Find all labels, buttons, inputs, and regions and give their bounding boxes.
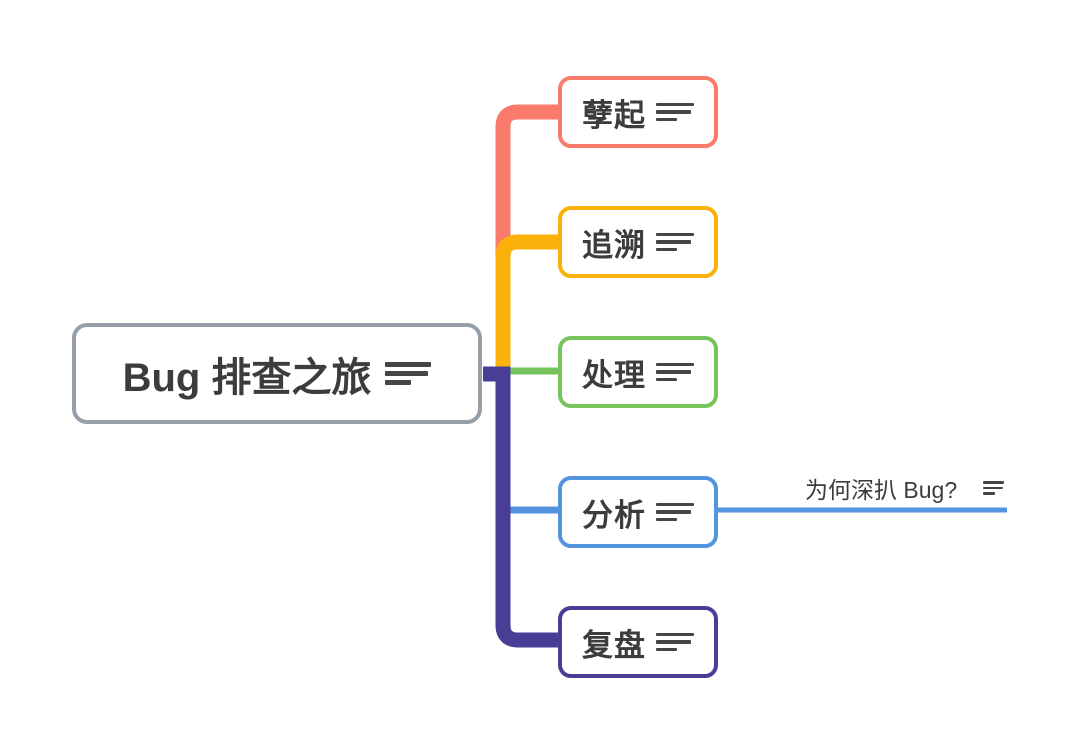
- notes-icon-bar: [656, 232, 694, 237]
- notes-icon-bar: [656, 117, 677, 122]
- subtopic-why-dig-bug[interactable]: 为何深扒 Bug?: [805, 471, 1005, 505]
- subtopic-label: 为何深扒 Bug?: [805, 477, 958, 503]
- notes-icon[interactable]: [656, 362, 694, 382]
- branch-topic-handle[interactable]: 处理: [558, 336, 718, 408]
- central-topic[interactable]: Bug 排查之旅: [72, 323, 482, 424]
- notes-icon-bar: [385, 371, 429, 376]
- branch-line-origin: [495, 104, 561, 380]
- notes-icon-bar: [656, 517, 677, 522]
- notes-icon-bar: [983, 492, 995, 495]
- notes-icon-bar: [656, 377, 677, 382]
- branch-topic-label: 复盘: [582, 627, 646, 663]
- notes-icon[interactable]: [656, 502, 694, 522]
- branch-line-review: [483, 366, 561, 648]
- notes-icon-bar: [983, 481, 1005, 484]
- branch-topic-label: 分析: [582, 497, 646, 533]
- notes-icon[interactable]: [656, 102, 694, 122]
- branch-topic-label: 孽起: [582, 97, 646, 133]
- notes-icon-bar: [656, 510, 692, 514]
- notes-icon[interactable]: [656, 632, 694, 652]
- notes-icon-bar: [656, 632, 694, 637]
- notes-icon-bar: [656, 647, 677, 652]
- notes-icon-bar: [656, 240, 692, 244]
- branch-topic-label: 追溯: [582, 227, 646, 263]
- notes-icon-bar: [656, 110, 692, 114]
- branch-topic-origin[interactable]: 孽起: [558, 76, 718, 148]
- notes-icon[interactable]: [656, 232, 694, 252]
- notes-icon-bar: [385, 380, 411, 385]
- notes-icon[interactable]: [983, 481, 1005, 495]
- notes-icon-bar: [656, 247, 677, 252]
- notes-icon-bar: [385, 362, 432, 367]
- notes-icon-bar: [656, 102, 694, 107]
- notes-icon-bar: [656, 362, 694, 367]
- branch-topic-analyze[interactable]: 分析: [558, 476, 718, 548]
- central-topic-label: Bug 排查之旅: [122, 355, 372, 400]
- notes-icon-bar: [656, 502, 694, 507]
- notes-icon-bar: [656, 640, 692, 644]
- branch-topic-review[interactable]: 复盘: [558, 606, 718, 678]
- branch-topic-trace[interactable]: 追溯: [558, 206, 718, 278]
- notes-icon-bar: [983, 486, 1003, 490]
- notes-icon[interactable]: [385, 362, 432, 385]
- notes-icon-bar: [656, 370, 692, 374]
- branch-line-trace: [495, 234, 561, 380]
- branch-topic-label: 处理: [582, 357, 646, 393]
